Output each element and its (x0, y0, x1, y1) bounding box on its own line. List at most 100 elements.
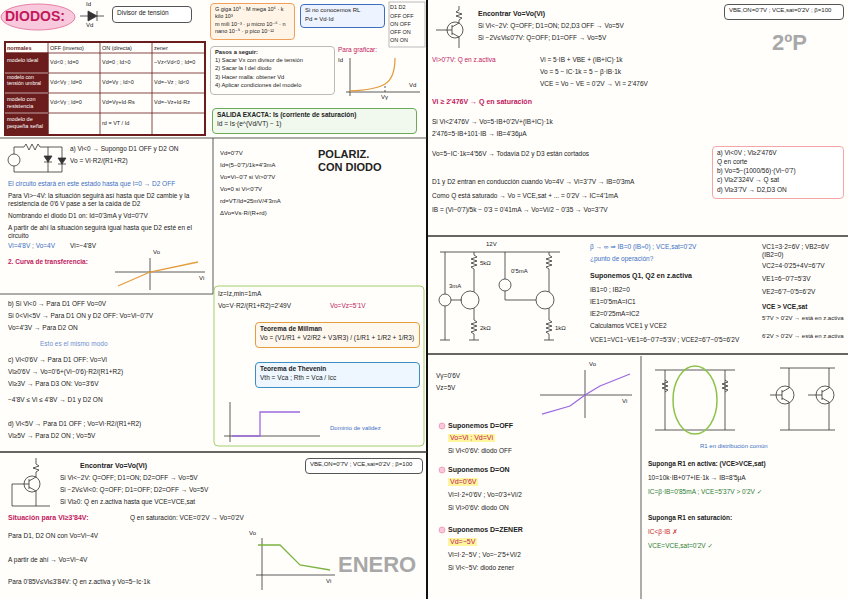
step-graph (224, 402, 320, 442)
note-text: Para D1, D2 ON con Vo=Vi−4V (8, 532, 98, 540)
section-divider (641, 356, 642, 599)
note-text: rd=VT/Id=25mV/4'3mA (220, 198, 281, 205)
transistor-circuit (436, 6, 463, 48)
diode-circuit (44, 156, 52, 162)
note-text: OFF OFF (390, 13, 414, 20)
note-text: Id (338, 57, 343, 64)
note-text: ENERO (338, 552, 416, 578)
note-text: Vo=V·R2/(R1+R2)=2'49V (218, 302, 291, 310)
note-text: 5kΩ (480, 260, 491, 267)
box-text: Divisor de tensión (117, 9, 187, 17)
step-graph (224, 402, 320, 442)
note-text: Vo (153, 249, 160, 256)
box-heading: Teorema de Millman (260, 325, 415, 333)
note-text: Para 0'85V≤Vi≤3'84V: Q en z.activa y Vo=… (8, 578, 150, 586)
two-transistor-circuit (461, 291, 479, 309)
transistor-circuit (436, 6, 462, 48)
note-text: Vd=−Vz+Id·Rz (154, 99, 190, 106)
state-table (389, 2, 425, 47)
box-text: 4) Aplicar condiciones del modelo (215, 82, 330, 89)
output-graph (256, 538, 335, 590)
note-text: zener (154, 45, 168, 52)
section-divider (0, 138, 427, 139)
note-text: Si Vi>0'6V: diodo ON (448, 504, 509, 512)
two-transistor-circuit (536, 291, 554, 309)
note-text: Id (86, 1, 91, 8)
box-text: b) Vo=5−(1000/56)·(Vi−0'7) (717, 167, 839, 175)
zener-graph (540, 370, 632, 418)
note-text: Vi=I·2+0'6V ; Vo=0'3+Vi/2 (448, 491, 522, 499)
diode-curve-graph (346, 58, 420, 96)
note-text: −4'8V ≤ Vi ≤ 4'8V → D1 y D2 ON (8, 396, 103, 404)
note-text: modelo ideal (7, 57, 38, 64)
note-text: Como Q está saturado → Vo = VCE,sat + ..… (432, 192, 618, 200)
page-title: DIODOS: (5, 8, 65, 25)
note-text: Vo=4'3V → Para D2 ON (8, 324, 78, 332)
box-text: Q en corte (717, 158, 839, 166)
note-text: IE1=0'5mA=IC1 (590, 298, 636, 306)
case-bullet (439, 527, 445, 533)
note-text: −Vz<Vd<0 ; Id=0 (154, 59, 195, 66)
bias-circuit (673, 366, 717, 434)
note-text: 6'2V > 0'2V → está en z.activa (762, 333, 844, 340)
box-text: Pd = Vd·Id (305, 16, 380, 24)
note-box: SALIDA EXACTA: Is (corriente de saturaci… (212, 108, 417, 134)
note-text: IC=β·IB=0'85mA ; VCE=5'37V > 0'2V ✓ (648, 488, 762, 496)
case-bullet (439, 423, 445, 533)
case-bullet (439, 423, 445, 429)
note-text: Calculamos VCE1 y VCE2 (590, 322, 667, 330)
section-divider (0, 451, 427, 453)
note-box: VBE,ON=0'7V ; VCE,sat=0'2V ; β=100 (305, 458, 423, 474)
diode-curve-graph (346, 58, 420, 96)
two-transistor-circuit (544, 252, 554, 340)
note-text: Vo (589, 361, 596, 368)
bias-circuit (770, 368, 835, 430)
note-text: Suponga R1 en saturación: (648, 514, 732, 522)
note-text: Iz=Iz,min=1mA (218, 290, 261, 298)
bias-circuit (662, 380, 728, 392)
note-text: 2'476=5·IB+101·IB → IB=4'36μA (432, 130, 527, 138)
note-text: d) Vi<5V → Para D1 OFF ; Vo=Vi·R2/(R1+R2… (8, 420, 141, 428)
note-text: D1 D2 (390, 4, 406, 11)
note-box: VBE,ON=0'7V ; VCE,sat=0'2V ; β=100 (724, 4, 844, 20)
note-text: 2. Curva de transferencia: (8, 258, 88, 266)
two-transistor-circuit (440, 252, 450, 340)
transfer-graph (118, 262, 198, 286)
note-text: 2kΩ (480, 325, 491, 332)
two-transistor-circuit (469, 252, 479, 340)
two-transistor-circuit (439, 252, 560, 340)
note-text: Vd=0'7V (220, 150, 243, 157)
note-text: Suponemos D=ZENER (448, 526, 523, 534)
box-text: c) Vi≥2'324V → Q sat (717, 176, 839, 184)
note-text: Vi = 5·IB + VBE + (IB+IC)·1k (540, 56, 623, 64)
note-box: Teorema de MillmanVo = (V1/R1 + V2/R2 + … (255, 322, 420, 348)
note-text: Id=(5−0'7)/1k=4'3mA (220, 162, 276, 169)
note-text: IE2=0'25mA=IC2 (590, 310, 639, 318)
diode-circuit (58, 158, 66, 164)
box-text: 3) Hacer malla: obtener Vd (215, 74, 330, 81)
note-text: Vd<0 ; Id=0 (50, 59, 78, 66)
box-text: d) Vi≥3'7V → D2,D3 ON (717, 186, 839, 194)
note-text: A partir de ahí la situación seguirá igu… (8, 224, 208, 240)
section-divider (0, 294, 213, 295)
note-text: ΔVo=Vs·R/(R+rd) (220, 210, 267, 217)
model-table (5, 42, 205, 135)
case-bullet (439, 467, 445, 473)
note-text: Vo = 5 − IC·1k = 5 − β·IB·1k (540, 68, 621, 76)
note-text: Vd (409, 82, 416, 89)
note-text: Vi (326, 578, 331, 585)
note-box: G giga 10⁹ · M mega 10⁶ · k kilo 10³m mi… (210, 3, 295, 40)
note-text: 0'5mA (511, 268, 528, 275)
diode-curve-graph (385, 86, 386, 92)
note-text: Vo=0 si Vi<0'7V (220, 186, 262, 193)
note-text: Si 0<Vi<5V → Para D1 ON y D2 OFF: Vo=Vi−… (8, 312, 153, 320)
note-text: Esto es el mismo modo (40, 340, 108, 348)
note-text: Encontrar Vo=Vo(Vi) (80, 462, 147, 470)
box-text: 1) Sacar Vx con divisor de tensión (215, 57, 330, 64)
box-text: m mili 10⁻³ · μ micro 10⁻⁶ · n nano 10⁻⁹… (215, 21, 290, 35)
note-text: modelo con resistencia (7, 96, 48, 109)
